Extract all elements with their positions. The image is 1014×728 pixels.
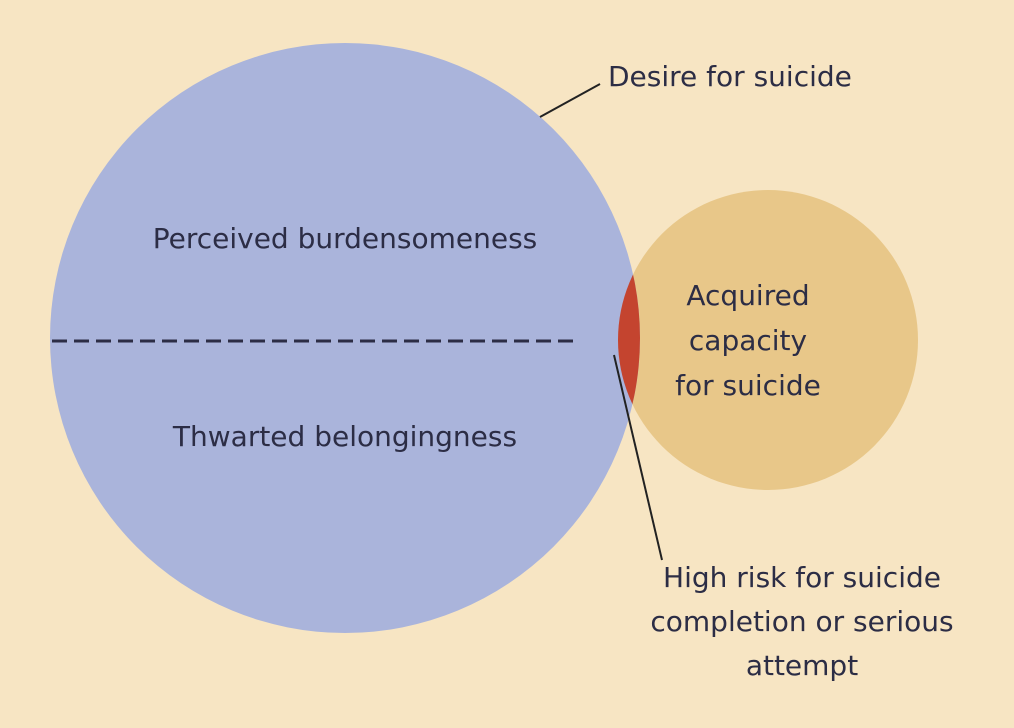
risk-label-line-3: attempt — [746, 649, 858, 682]
risk-label-line-1: High risk for suicide — [663, 561, 941, 594]
desire-circle — [50, 43, 640, 633]
risk-label-line-2: completion or serious — [650, 605, 953, 638]
burdensomeness-label: Perceived burdensomeness — [153, 222, 538, 255]
risk-leader-line — [613, 354, 663, 561]
capacity-label-line-3: for suicide — [675, 369, 821, 402]
belongingness-label: Thwarted belongingness — [172, 420, 517, 453]
capacity-circle — [618, 190, 918, 490]
capacity-label-line-1: Acquired — [686, 279, 809, 312]
capacity-label-line-2: capacity — [689, 324, 807, 357]
desire-leader-line — [539, 83, 601, 118]
desire-label: Desire for suicide — [608, 60, 852, 93]
